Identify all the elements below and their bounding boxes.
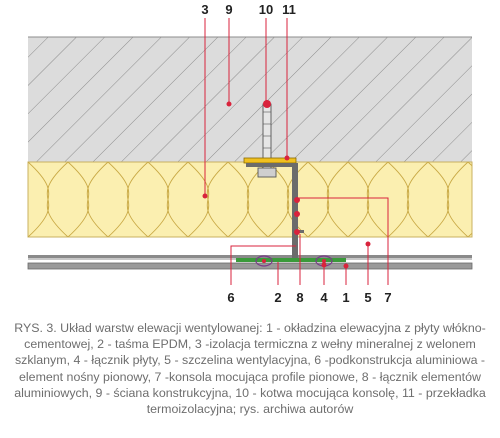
leader-lines-top <box>202 18 290 199</box>
structural-wall <box>28 36 472 162</box>
label-10: 10 <box>259 2 273 17</box>
wool-wave <box>28 236 29 237</box>
wool-wave <box>28 162 29 163</box>
figure-caption: RYS. 3. Układ warstw elewacji wentylowan… <box>14 321 486 417</box>
wool-wave <box>147 162 189 237</box>
wool-wave <box>387 162 429 237</box>
top-labels: 3 9 10 11 <box>201 2 295 17</box>
bottom-labels: 6 2 8 4 1 5 7 <box>227 290 391 305</box>
fibre-cement-cladding <box>27 262 473 270</box>
label-9: 9 <box>225 2 232 17</box>
wool-wave <box>107 162 149 237</box>
wool-wave <box>28 162 69 237</box>
label-3: 3 <box>201 2 208 17</box>
wool-wave <box>67 162 109 237</box>
wool-wave <box>307 162 349 237</box>
label-6: 6 <box>227 290 234 305</box>
label-8: 8 <box>296 290 303 305</box>
label-2: 2 <box>274 290 281 305</box>
wool-wave <box>347 162 389 237</box>
wool-wave <box>187 162 229 237</box>
wool-wave <box>467 162 472 167</box>
facade-section-diagram: 3 9 10 11 6 2 8 4 1 5 7 <box>27 2 473 305</box>
label-11: 11 <box>282 2 296 17</box>
epdm-tape <box>236 258 346 262</box>
label-5: 5 <box>364 290 371 305</box>
label-4: 4 <box>320 290 328 305</box>
label-7: 7 <box>384 290 391 305</box>
label-1: 1 <box>342 290 349 305</box>
leader-lines-bottom <box>230 197 389 285</box>
wool-wave <box>427 162 469 237</box>
mineral-wool-insulation <box>27 161 473 238</box>
wool-wave <box>467 232 472 237</box>
wool-wave <box>227 162 269 237</box>
anchor-bolt <box>257 100 277 178</box>
